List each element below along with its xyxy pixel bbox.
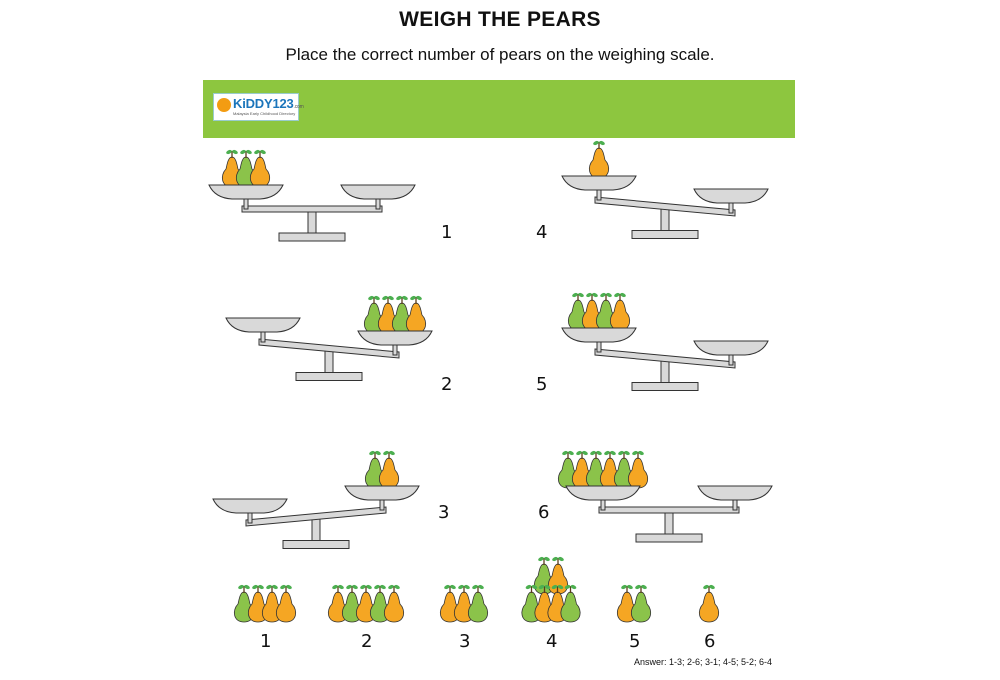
- orange-pear-icon: [453, 584, 475, 623]
- orange-pear-icon: [588, 140, 610, 179]
- answer-key: Answer: 1-3; 2-6; 3-1; 4-5; 5-2; 6-4: [634, 657, 773, 667]
- weighing-scale-3: 3: [212, 450, 449, 549]
- orange-pear-icon: [249, 149, 271, 188]
- left-pan-pears: [221, 149, 271, 188]
- scale-number: 6: [538, 502, 549, 523]
- brand-tagline: Malaysia Early Childhood Directory: [233, 111, 296, 116]
- pear-group-4[interactable]: 4: [521, 556, 581, 652]
- scale-number: 2: [441, 374, 452, 395]
- brand-name: KiDDY123: [233, 96, 294, 111]
- left-pan[interactable]: [561, 327, 637, 343]
- green-pear-icon: [560, 584, 581, 623]
- left-pan[interactable]: [208, 184, 284, 200]
- weighing-scale-6: 6: [538, 450, 773, 543]
- right-pan[interactable]: [340, 184, 416, 200]
- group-number: 2: [361, 631, 372, 652]
- pear-group-1[interactable]: 1: [233, 584, 297, 652]
- scale-number: 3: [438, 502, 449, 523]
- right-pan[interactable]: [693, 340, 769, 356]
- right-pan[interactable]: [697, 485, 773, 501]
- brand-mascot-icon: [217, 98, 231, 112]
- left-pan[interactable]: [212, 498, 288, 514]
- scale-number: 1: [441, 222, 452, 243]
- weighing-scale-4: 4: [536, 140, 769, 243]
- brand-banner: KiDDY123.com Malaysia Early Childhood Di…: [203, 80, 795, 138]
- weighing-scale-5: 5: [536, 292, 769, 395]
- brand-domain: .com: [293, 104, 304, 110]
- left-pan[interactable]: [561, 175, 637, 191]
- weighing-scale-2: 2: [225, 295, 452, 395]
- green-pear-icon: [467, 584, 489, 623]
- brand-logo[interactable]: KiDDY123.com Malaysia Early Childhood Di…: [213, 93, 304, 121]
- pear-group-2[interactable]: 2: [327, 584, 405, 652]
- group-number: 1: [260, 631, 271, 652]
- weighing-scale-1: 1: [208, 149, 452, 243]
- orange-pear-icon: [698, 584, 720, 623]
- left-pan-pears: [588, 140, 610, 179]
- right-pan-pears: [364, 450, 400, 489]
- orange-pear-icon: [627, 450, 649, 489]
- scale-number: 5: [536, 374, 547, 395]
- left-pan-pears: [567, 292, 631, 331]
- pear-group-3[interactable]: 3: [439, 584, 489, 652]
- pear-group-5[interactable]: 5: [616, 584, 652, 652]
- green-pear-icon: [630, 584, 652, 623]
- group-number: 5: [629, 631, 640, 652]
- right-pan-pears: [363, 295, 427, 334]
- left-pan[interactable]: [225, 317, 301, 333]
- left-pan-pears: [557, 450, 649, 489]
- right-pan[interactable]: [693, 188, 769, 204]
- scale-number: 4: [536, 222, 547, 243]
- group-number: 4: [546, 631, 557, 652]
- orange-pear-icon: [378, 450, 400, 489]
- orange-pear-icon: [383, 584, 405, 623]
- worksheet-title: WEIGH THE PEARS: [399, 8, 601, 31]
- right-pan[interactable]: [357, 330, 433, 346]
- orange-pear-icon: [275, 584, 297, 623]
- orange-pear-icon: [609, 292, 631, 331]
- right-pan[interactable]: [344, 485, 420, 501]
- left-pan[interactable]: [565, 485, 641, 501]
- orange-pear-icon: [405, 295, 427, 334]
- pear-group-6[interactable]: 6: [698, 584, 720, 652]
- worksheet-instruction: Place the correct number of pears on the…: [285, 45, 715, 64]
- group-number: 6: [704, 631, 715, 652]
- group-number: 3: [459, 631, 470, 652]
